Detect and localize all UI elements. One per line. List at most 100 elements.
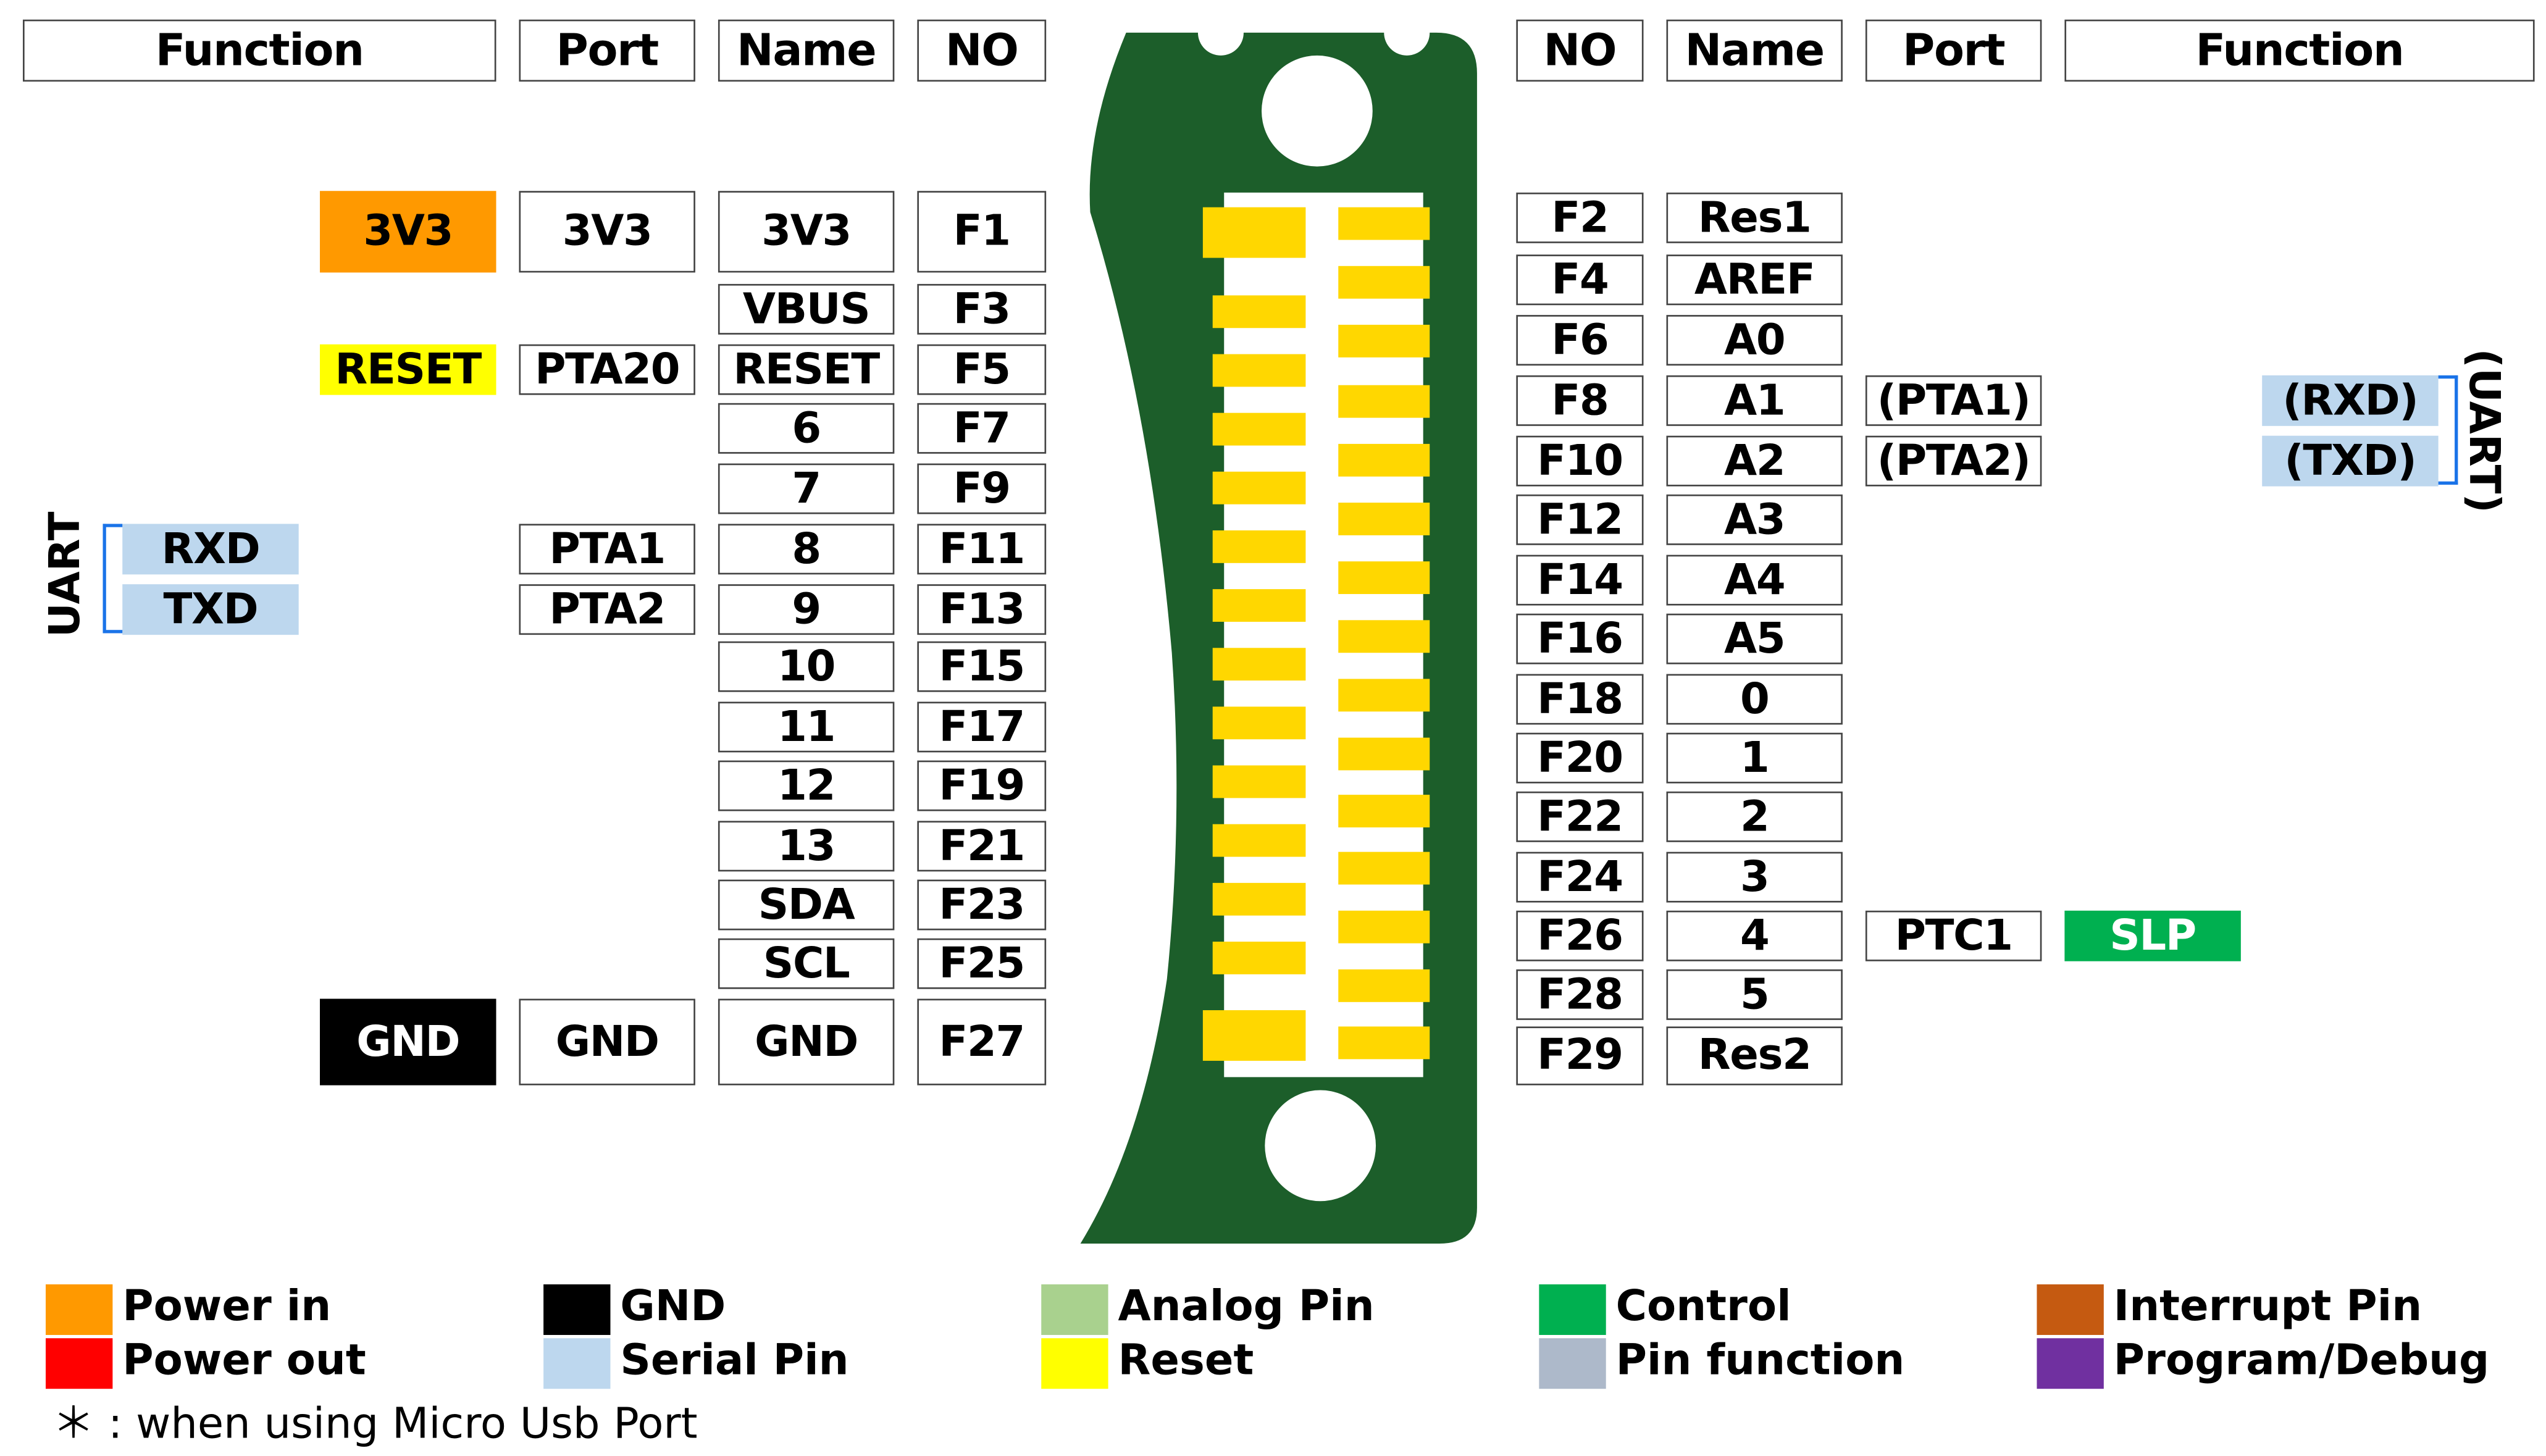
pin-name-cell: GND (718, 998, 895, 1086)
connector-pad (1212, 648, 1306, 681)
pin-function-serial: (RXD) (2262, 375, 2439, 426)
pin-no-cell: F9 (917, 463, 1047, 514)
pin-name-cell: 10 (718, 641, 895, 692)
legend-swatch (2037, 1338, 2104, 1389)
header-function-right: Function (2064, 19, 2535, 82)
pin-name-cell: 2 (1666, 791, 1843, 842)
pin-port-cell: GND (519, 998, 695, 1086)
legend-swatch (1041, 1338, 1108, 1389)
legend-swatch (46, 1338, 113, 1389)
pin-function-serial: RXD (122, 524, 299, 575)
connector-pad (1338, 266, 1430, 299)
legend-swatch (2037, 1284, 2104, 1335)
mount-hole-bottom (1265, 1090, 1376, 1202)
legend-label: GND (620, 1282, 726, 1332)
pin-port-cell: PTC1 (1865, 910, 2042, 961)
pin-no-cell: F11 (917, 524, 1047, 575)
pin-no-cell: F8 (1516, 375, 1644, 426)
pin-no-cell: F10 (1516, 435, 1644, 487)
legend-swatch (1539, 1284, 1606, 1335)
connector-pad (1338, 207, 1430, 240)
pin-name-cell: SCL (718, 938, 895, 989)
pin-port-cell: (PTA1) (1865, 375, 2042, 426)
pin-no-cell: F4 (1516, 254, 1644, 306)
pin-no-cell: F24 (1516, 851, 1644, 903)
connector-pad (1338, 679, 1430, 712)
legend-label: Pin function (1615, 1336, 1905, 1386)
pin-no-cell: F22 (1516, 791, 1644, 842)
connector-pad (1338, 910, 1430, 943)
pin-no-cell: F1 (917, 191, 1047, 273)
pin-function-reset: RESET (320, 344, 496, 395)
connector-pad (1212, 295, 1306, 328)
pin-no-cell: F29 (1516, 1026, 1644, 1086)
pin-name-cell: A0 (1666, 315, 1843, 366)
legend-label: Program/Debug (2113, 1336, 2490, 1386)
connector-pad (1338, 503, 1430, 535)
pin-name-cell: A1 (1666, 375, 1843, 426)
legend-label: Analog Pin (1118, 1282, 1375, 1332)
connector-pad (1338, 969, 1430, 1002)
connector-pad (1212, 882, 1306, 916)
pin-name-cell: 13 (718, 821, 895, 872)
pin-no-cell: F15 (917, 641, 1047, 692)
pin-no-cell: F18 (1516, 674, 1644, 725)
connector-pad (1212, 765, 1306, 798)
connector-pad (1212, 942, 1306, 974)
pin-name-cell: VBUS (718, 283, 895, 335)
connector-pad (1202, 207, 1306, 258)
pin-name-cell: RESET (718, 344, 895, 395)
header-port-left: Port (519, 19, 695, 82)
pin-name-cell: Res1 (1666, 192, 1843, 243)
pin-name-cell: A4 (1666, 554, 1843, 606)
pin-port-cell: PTA20 (519, 344, 695, 395)
pin-no-cell: F6 (1516, 315, 1644, 366)
legend-label: Power out (122, 1336, 366, 1386)
legend-swatch (46, 1284, 113, 1335)
legend-label: Interrupt Pin (2113, 1282, 2422, 1332)
pin-no-cell: F17 (917, 701, 1047, 753)
connector-pad (1202, 1010, 1306, 1061)
connector-pad (1338, 620, 1430, 653)
legend-swatch (543, 1284, 611, 1335)
pin-port-cell: 3V3 (519, 191, 695, 273)
pin-no-cell: F2 (1516, 192, 1644, 243)
connector-pad (1338, 851, 1430, 885)
pin-port-cell: PTA2 (519, 584, 695, 635)
pin-name-cell: 8 (718, 524, 895, 575)
pin-no-cell: F27 (917, 998, 1047, 1086)
header-name-left: Name (718, 19, 895, 82)
pin-no-cell: F7 (917, 403, 1047, 454)
pin-name-cell: 0 (1666, 674, 1843, 725)
pin-function-control: SLP (2064, 910, 2241, 961)
pin-name-cell: 3 (1666, 851, 1843, 903)
header-function-left: Function (23, 19, 496, 82)
pin-name-cell: A3 (1666, 494, 1843, 545)
connector-pad (1212, 706, 1306, 740)
pin-no-cell: F25 (917, 938, 1047, 989)
pin-name-cell: 3V3 (718, 191, 895, 273)
header-port-right: Port (1865, 19, 2042, 82)
legend-label: Control (1615, 1282, 1791, 1332)
pin-name-cell: 12 (718, 760, 895, 811)
pin-no-cell: F19 (917, 760, 1047, 811)
pin-name-cell: 7 (718, 463, 895, 514)
connector-pad (1338, 795, 1430, 828)
pin-no-cell: F21 (917, 821, 1047, 872)
pin-no-cell: F26 (1516, 910, 1644, 961)
pin-name-cell: 6 (718, 403, 895, 454)
header-no-left: NO (917, 19, 1047, 82)
pin-no-cell: F3 (917, 283, 1047, 335)
pin-no-cell: F23 (917, 879, 1047, 931)
connector-pad (1338, 561, 1430, 595)
connector-pad (1212, 589, 1306, 622)
pin-port-cell: (PTA2) (1865, 435, 2042, 487)
pin-name-cell: 11 (718, 701, 895, 753)
uart-group-label-right: (UART) (2458, 348, 2507, 513)
legend-swatch (543, 1338, 611, 1389)
legend-label: Power in (122, 1282, 332, 1332)
uart-bracket (103, 524, 123, 634)
connector-pad (1338, 1026, 1430, 1060)
pin-function-serial: TXD (122, 584, 299, 635)
